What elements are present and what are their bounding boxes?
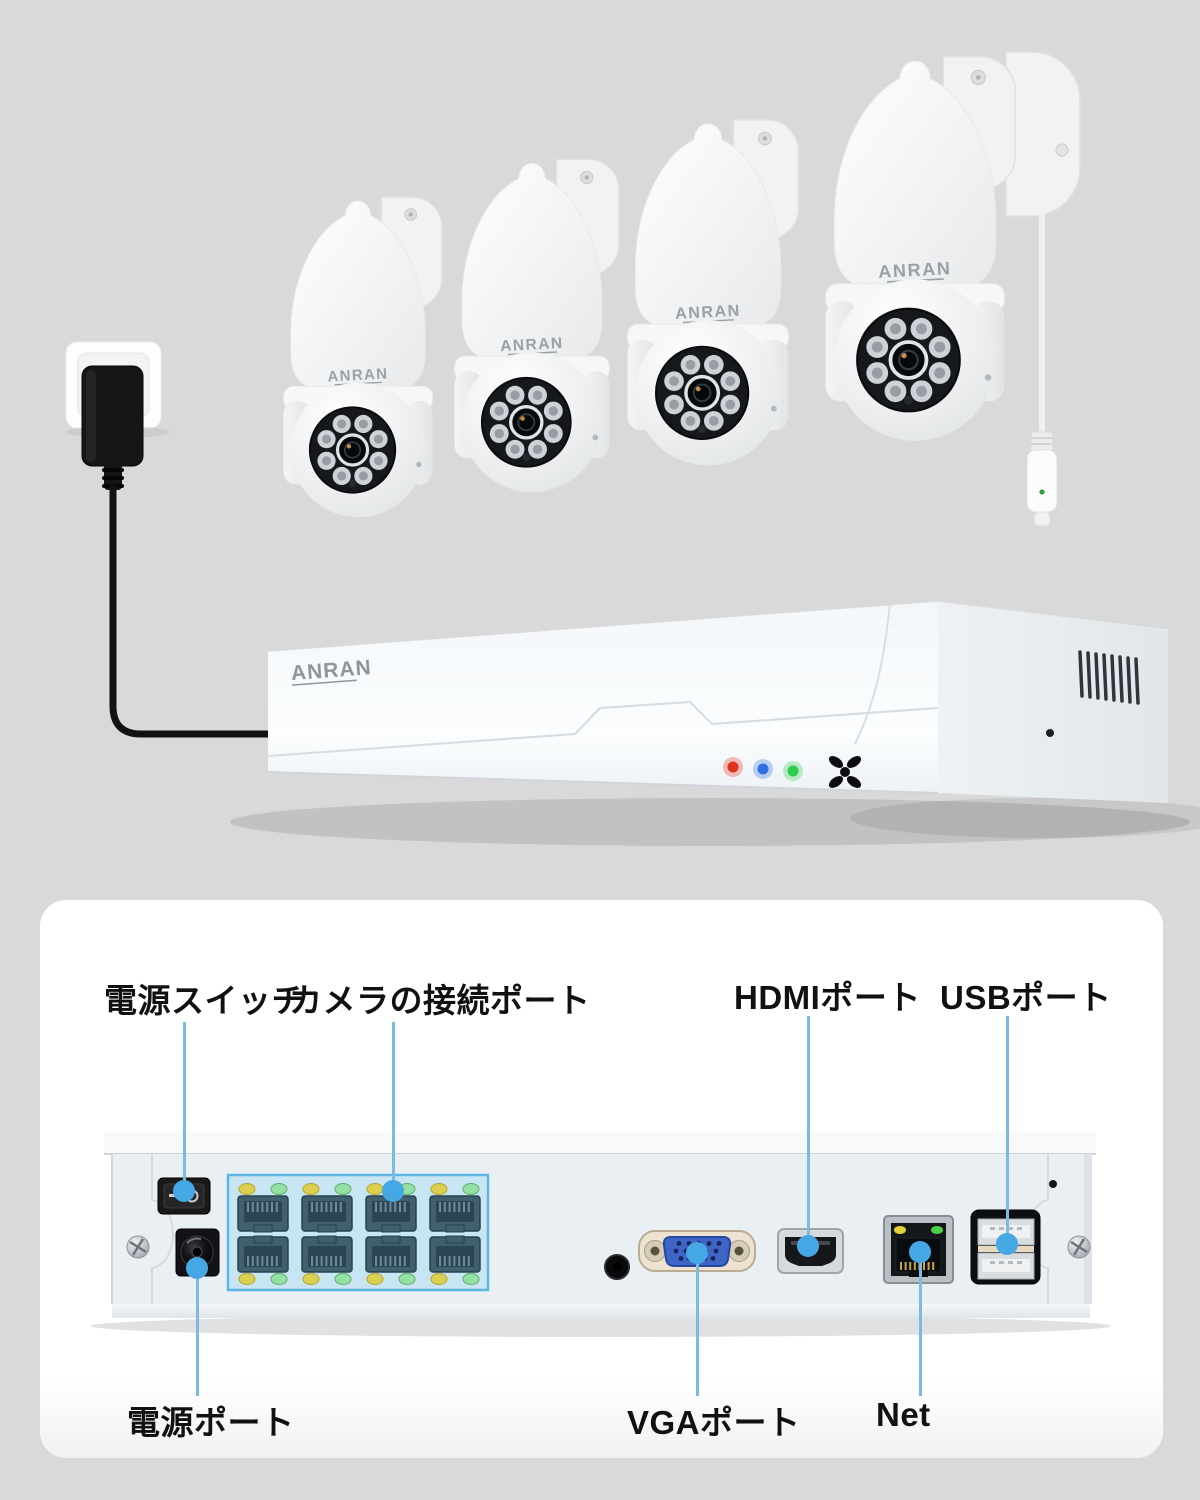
nvr-front-face: [268, 602, 938, 793]
callout-vga-dot: [686, 1242, 708, 1264]
callout-hdmi-label: HDMIポート: [734, 979, 921, 1016]
power-adapter: [81, 365, 144, 490]
callout-vga-line: [695, 1255, 699, 1396]
callout-hdmi-line: [806, 1016, 810, 1245]
nvr-recorder: ANRAN: [230, 601, 1200, 846]
ptz-camera-3: [625, 118, 801, 468]
ethernet-led-yellow: [894, 1226, 906, 1234]
rear-panel-card: 電源スイッチ カメラの接続ポート HDMIポート USBポート 電源ポート VG…: [40, 900, 1163, 1458]
callout-usb-line: [1005, 1016, 1009, 1243]
callout-net-line: [918, 1254, 922, 1396]
poe-port-block[interactable]: [226, 1173, 490, 1292]
callout-camera-ports-label: カメラの接続ポート: [289, 982, 591, 1019]
vent-grille: [1078, 650, 1140, 705]
ptz-camera-2: [452, 157, 621, 494]
chassis-screw-right: [1067, 1235, 1091, 1259]
camera4-cable-connector: [1026, 431, 1058, 527]
top-scene: ANRAN: [65, 51, 1200, 846]
audio-jack[interactable]: [604, 1254, 630, 1280]
nvr-rear-panel: [91, 1128, 1111, 1337]
chassis-screw-left: [126, 1235, 150, 1259]
callout-power-port-line: [195, 1270, 199, 1396]
callout-power-port-label: 電源ポート: [127, 1404, 295, 1441]
callout-usb-dot: [996, 1233, 1018, 1255]
nvr-side-face: [938, 602, 1168, 803]
status-led-red: [727, 761, 739, 773]
ethernet-led-green: [931, 1226, 943, 1234]
status-led-blue: [757, 763, 769, 775]
reset-hole: [1049, 1180, 1057, 1188]
callout-vga-label: VGAポート: [627, 1404, 801, 1441]
callout-camera-ports-dot: [382, 1180, 404, 1202]
callout-power-switch-dot: [173, 1180, 195, 1202]
callout-power-switch-line: [182, 1022, 186, 1190]
adapter-cable: [109, 484, 276, 738]
status-led-green: [787, 765, 799, 777]
side-hole: [1046, 729, 1054, 737]
callout-power-switch-label: 電源スイッチ: [104, 982, 305, 1019]
callout-usb-label: USBポート: [940, 979, 1112, 1016]
callout-hdmi-dot: [797, 1235, 819, 1257]
ir-receiver-icon: [828, 756, 862, 788]
ptz-camera-1: [281, 195, 444, 519]
callout-power-port-dot: [186, 1257, 208, 1279]
ptz-camera-4: [823, 54, 1018, 443]
callout-net-label: Net: [876, 1396, 931, 1433]
callout-camera-ports-line: [391, 1022, 395, 1190]
callout-net-dot: [909, 1241, 931, 1263]
status-leds: [723, 757, 803, 781]
